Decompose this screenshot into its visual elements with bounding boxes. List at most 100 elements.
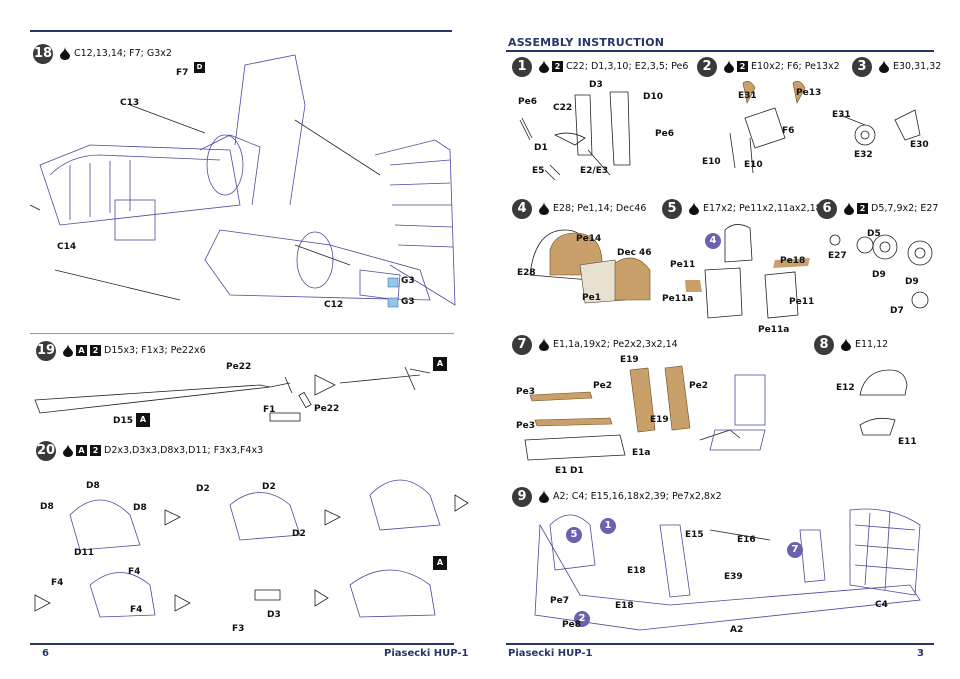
- part-label: E5: [532, 166, 545, 176]
- step-parts: E30,31,32: [893, 61, 942, 72]
- part-label: Pe1: [582, 293, 601, 303]
- page-number: 3: [917, 648, 924, 659]
- pe-x2-icon: 2: [90, 345, 101, 356]
- part-label: Pe7: [550, 596, 569, 606]
- part-label: Pe11: [670, 260, 696, 270]
- seat-frame-drawing: [729, 81, 806, 174]
- seat-frame-drawing: [709, 374, 766, 451]
- step-number: 5: [662, 199, 682, 219]
- cement-icon: [539, 202, 549, 215]
- part-label: E31: [832, 110, 851, 120]
- color-square: D: [194, 62, 205, 73]
- cement-icon: [689, 202, 699, 215]
- step-parts: E11,12: [855, 339, 889, 350]
- top-rule: [506, 50, 934, 52]
- part-label: D8: [133, 503, 147, 513]
- part-label: C12: [324, 300, 344, 310]
- part-label: E1: [555, 466, 568, 476]
- part-label: D8: [40, 502, 54, 512]
- part-label: F4: [51, 578, 64, 588]
- step-parts: E28; Pe1,14; Dec46: [553, 203, 647, 214]
- part-label: C14: [57, 242, 77, 252]
- part-label: D2: [196, 484, 210, 494]
- part-label: E2/E3: [580, 166, 609, 176]
- part-label: D9: [905, 277, 919, 287]
- part-label: F6: [782, 126, 795, 136]
- floor-assembly-drawing: [534, 508, 921, 631]
- step-number: 6: [817, 199, 837, 219]
- part-label: Pe13: [796, 88, 822, 98]
- seat-back-drawing: [529, 229, 651, 304]
- part-label: C22: [553, 103, 573, 113]
- step-parts: D15x3; F1x3; Pe22x6: [104, 345, 206, 356]
- part-label: D11: [74, 548, 94, 558]
- part-label: A2: [730, 625, 744, 635]
- part-label: Pe6: [655, 129, 674, 139]
- cement-icon: [63, 444, 73, 457]
- step-number: 8: [814, 335, 834, 355]
- step-parts: C12,13,14; F7; G3x2: [74, 48, 172, 59]
- step-number: 7: [512, 335, 532, 355]
- fuselage-drawing: [29, 54, 456, 308]
- bottom-rule: [30, 643, 454, 645]
- part-label: E19: [620, 355, 639, 365]
- part-label: Pe8: [562, 620, 581, 630]
- part-label: Pe2: [593, 381, 612, 391]
- pe-x2-icon: 2: [857, 203, 868, 214]
- step-parts: E10x2; F6; Pe13x2: [751, 61, 840, 72]
- cement-icon: [844, 202, 854, 215]
- part-label: E18: [627, 566, 646, 576]
- cement-icon: [60, 47, 70, 60]
- pedal-drawing: [839, 109, 921, 146]
- part-label: E11: [898, 437, 917, 447]
- part-label: E19: [650, 415, 669, 425]
- step-number: 1: [512, 57, 532, 77]
- ca-glue-icon: A: [136, 413, 150, 427]
- step-parts: E17x2; Pe11x2,11ax2,18: [703, 203, 822, 214]
- part-label: D15: [113, 416, 133, 426]
- rotor-blade-drawing: [34, 366, 431, 422]
- part-label: E12: [836, 383, 855, 393]
- ca-glue-icon: A: [76, 445, 87, 456]
- part-label: E28: [517, 268, 536, 278]
- part-label: Pe6: [518, 97, 537, 107]
- ca-glue-icon: A: [433, 357, 447, 371]
- part-label: E31: [738, 91, 757, 101]
- sub-assembly-ref: 5: [566, 527, 582, 543]
- cement-icon: [63, 344, 73, 357]
- cement-icon: [539, 338, 549, 351]
- sub-assembly-ref: 7: [787, 542, 803, 558]
- page-title: ASSEMBLY INSTRUCTION: [508, 36, 665, 49]
- part-label: G3: [401, 297, 415, 307]
- panel-drawing: [685, 224, 810, 319]
- part-label: Pe22: [226, 362, 252, 372]
- sub-assembly-ref: 2: [574, 611, 590, 627]
- part-label: F4: [128, 567, 141, 577]
- model-name: Piasecki HUP-1: [384, 648, 469, 659]
- part-label: C4: [875, 600, 888, 610]
- ca-glue-icon: A: [76, 345, 87, 356]
- part-label: F1: [263, 405, 276, 415]
- part-label: Pe11: [789, 297, 815, 307]
- part-label: E30: [910, 140, 929, 150]
- part-label: E10: [702, 157, 721, 167]
- part-label: F4: [130, 605, 143, 615]
- part-label: D10: [643, 92, 663, 102]
- cement-icon: [879, 60, 889, 73]
- part-label: Pe2: [689, 381, 708, 391]
- step-number: 2: [697, 57, 717, 77]
- sub-assembly-ref: 1: [600, 518, 616, 534]
- part-label: C13: [120, 98, 140, 108]
- part-label: D3: [267, 610, 281, 620]
- part-label: D1: [570, 466, 584, 476]
- part-label: Pe3: [516, 387, 535, 397]
- part-label: E18: [615, 601, 634, 611]
- part-label: D2: [262, 482, 276, 492]
- right-page: ASSEMBLY INSTRUCTION 1 2 C22; D1,3,10; E…: [480, 0, 960, 679]
- part-label: Dec 46: [617, 248, 652, 258]
- divider: [30, 333, 454, 334]
- part-label: D2: [292, 529, 306, 539]
- top-rule: [30, 30, 452, 32]
- part-label: F7: [176, 68, 189, 78]
- step-parts: E1,1a,19x2; Pe2x2,3x2,14: [553, 339, 678, 350]
